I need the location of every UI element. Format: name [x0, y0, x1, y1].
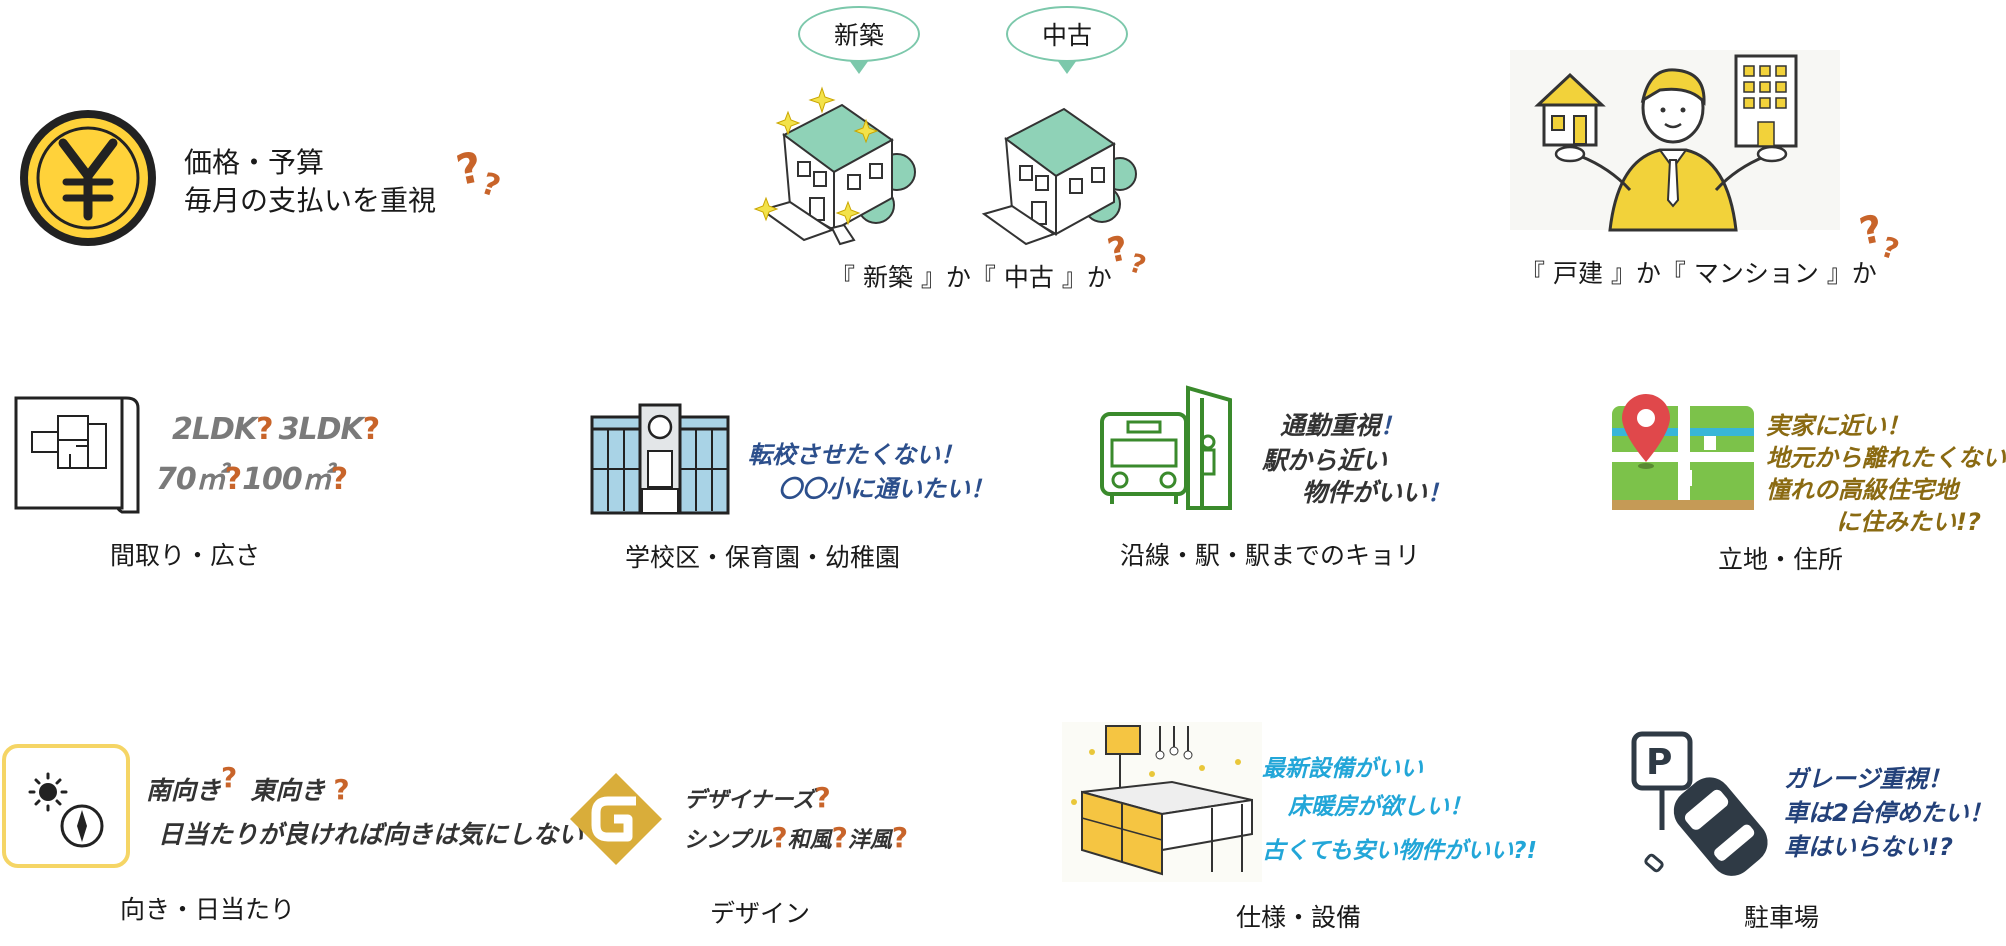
school-line1: 転校させたくない！ [748, 441, 964, 469]
school-caption: 学校区・保育園・幼稚園 [625, 543, 901, 572]
question-mark-icon: ? [224, 462, 243, 497]
question-mark-icon: ? [1125, 248, 1150, 282]
question-mark-icon: ? [256, 412, 274, 447]
layout-70: 70㎡ [156, 462, 226, 497]
layout-100: 100㎡ [242, 462, 332, 497]
question-mark-icon: ? [771, 821, 788, 854]
budget-line2: 毎月の支払いを重視 [184, 184, 437, 217]
station-caption: 沿線・駅・駅までのキョリ [1120, 541, 1421, 570]
design-text: デザイナーズ? シンプル?和風?洋風? [684, 780, 908, 860]
design-simple: シンプル [684, 828, 772, 853]
parking-text: ガレージ重視！ 車は2台停めたい！ 車はいらない!? [1784, 762, 1993, 864]
new-used-caption: 『 新築 』か『 中古 』か [830, 263, 1112, 292]
location-line3: 憧れの高級住宅地 [1766, 476, 1958, 504]
bubble-new: 新築 [798, 6, 920, 62]
parking-line2: 車は2台停めたい！ [1784, 799, 1993, 827]
orientation-south: 南向き [146, 776, 222, 805]
design-japanese: 和風 [787, 828, 832, 853]
budget-text: 価格・予算 毎月の支払いを重視 [184, 144, 436, 220]
question-mark-icon: ? [333, 773, 350, 806]
orientation-caption: 向き・日当たり [120, 895, 296, 924]
design-western: 洋風 [847, 828, 892, 853]
layout-text: 2LDK? 3LDK? 70㎡?100㎡? [156, 412, 381, 498]
facilities-line1: 最新設備がいい [1262, 756, 1423, 782]
station-line3: 物件がいい [1302, 478, 1428, 507]
location-caption: 立地・住所 [1718, 545, 1844, 574]
question-mark-icon: ? [221, 761, 238, 794]
design-line1: デザイナーズ [684, 788, 815, 813]
orientation-text: 南向き? 東向き? 日当たりが良ければ向きは気にしない? [146, 761, 607, 858]
station-line2: 駅から近い [1262, 446, 1388, 475]
question-mark-icon: ? [330, 462, 349, 497]
orientation-east: 東向き [250, 776, 326, 805]
station-line1: 通勤重視 [1280, 411, 1381, 440]
layout-caption: 間取り・広さ [110, 541, 261, 570]
location-line4: に住みたい!? [1836, 508, 1981, 536]
question-mark-icon: ? [831, 821, 848, 854]
facilities-line3: 古くても安い物件がいい?! [1262, 838, 1537, 864]
parking-line1: ガレージ重視！ [1784, 765, 1952, 793]
parking-sign-label: P [1646, 742, 1673, 783]
parking-line3: 車はいらない!? [1784, 833, 1953, 861]
layout-2ldk: 2LDK [172, 412, 257, 447]
layout-3ldk: 3LDK [278, 412, 364, 447]
budget-line1: 価格・予算 [184, 146, 325, 179]
station-text: 通勤重視！ 駅から近い 物件がいい！ [1262, 411, 1452, 507]
question-mark-icon: ? [891, 821, 909, 854]
facilities-line2: 床暖房が欲しい！ [1288, 794, 1472, 820]
location-line2: 地元から離れたくない [1766, 444, 2006, 472]
school-line2: 〇〇小に通いたい！ [778, 475, 994, 503]
facilities-text: 最新設備がいい 床暖房が欲しい！ 古くても安い物件がいい?! [1262, 750, 1537, 870]
orientation-line2: 日当たりが良ければ向きは気にしない [158, 820, 584, 849]
bubble-used: 中古 [1006, 6, 1128, 62]
house-condo-caption: 『 戸建 』か『 マンション 』か [1520, 259, 1877, 288]
school-text: 転校させたくない！ 〇〇小に通いたい！ [748, 438, 994, 506]
facilities-caption: 仕様・設備 [1236, 903, 1362, 932]
location-text: 実家に近い！ 地元から離れたくない 憧れの高級住宅地 に住みたい!? [1766, 410, 2006, 538]
question-mark-icon: ? [362, 412, 381, 447]
design-caption: デザイン [710, 899, 811, 928]
parking-caption: 駐車場 [1744, 903, 1820, 932]
question-mark-icon: ? [814, 781, 831, 814]
location-line1: 実家に近い！ [1766, 412, 1910, 440]
